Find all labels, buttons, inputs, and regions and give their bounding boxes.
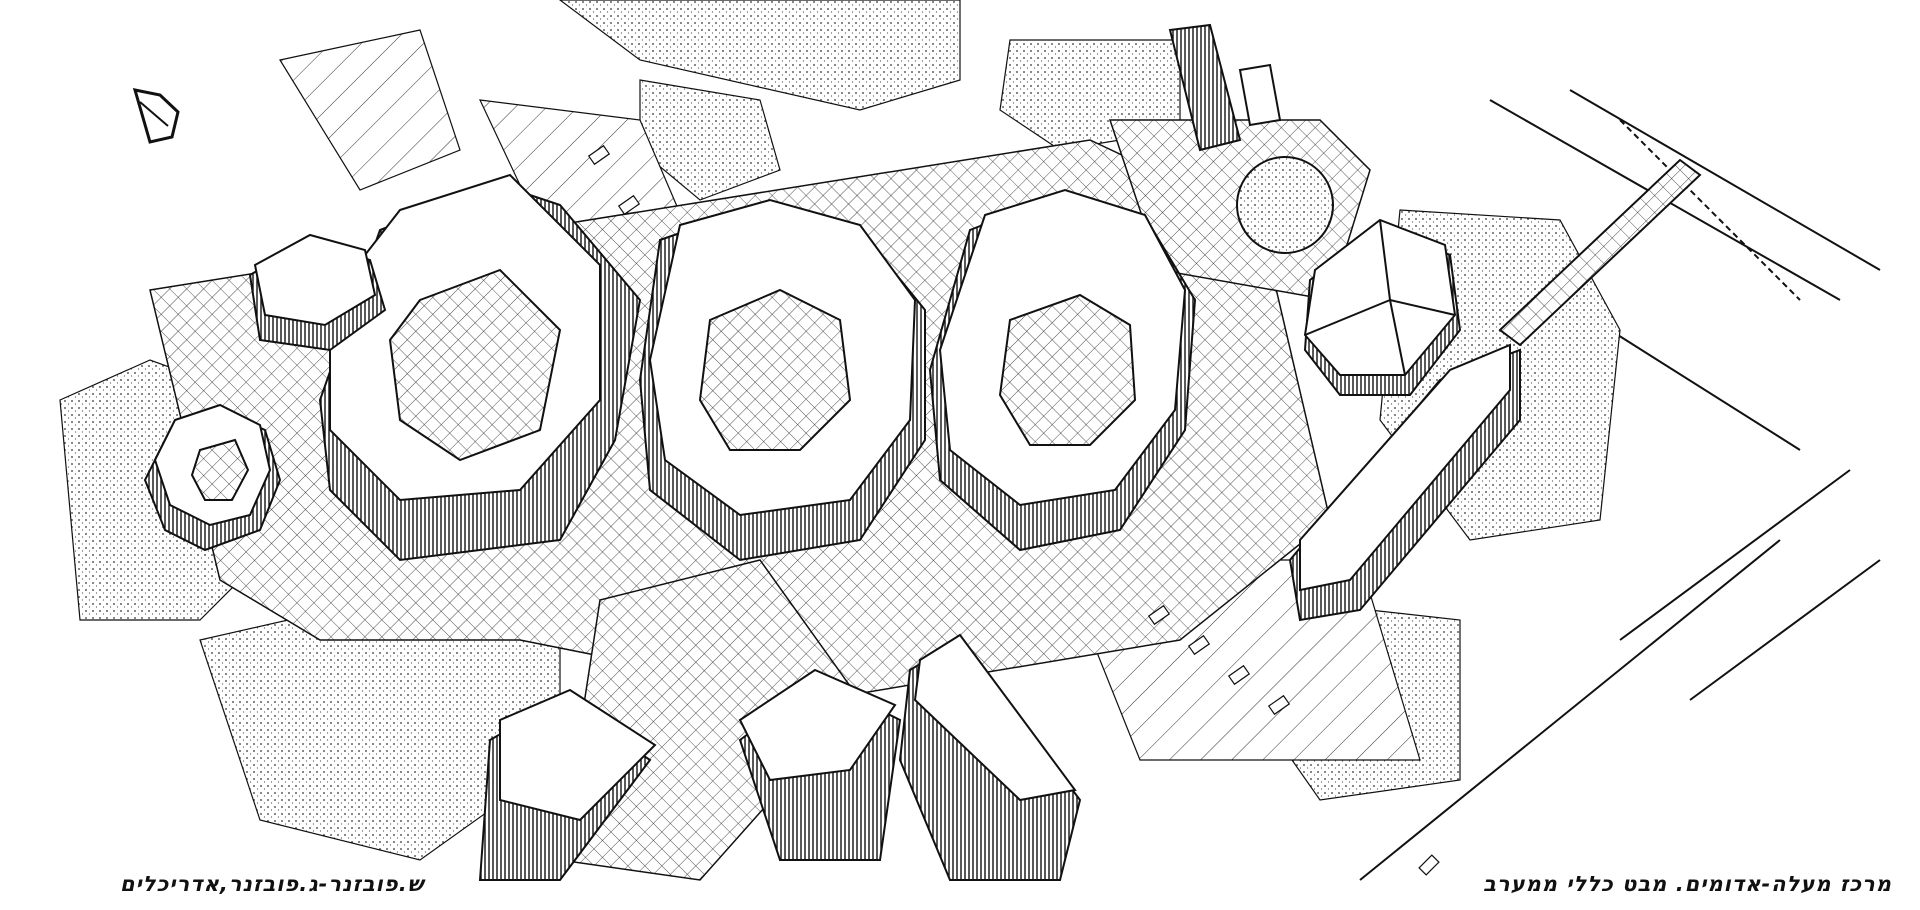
pedestrian-bridge bbox=[1498, 158, 1702, 347]
octagon-building-1 bbox=[318, 173, 642, 562]
hexagon-pavilion bbox=[248, 233, 387, 352]
north-arrow-icon bbox=[132, 88, 180, 144]
octagon-building-3 bbox=[928, 188, 1197, 552]
upper-right-block bbox=[1168, 23, 1282, 152]
roundabout bbox=[1236, 156, 1334, 254]
octagon-building-2 bbox=[638, 198, 926, 562]
slab-buildings bbox=[478, 343, 1521, 881]
parked-cars bbox=[587, 144, 1440, 876]
roads bbox=[1359, 89, 1881, 881]
octagon-building-small bbox=[143, 403, 282, 552]
drawing-title: מרכז מעלה-אדומים. מבט כללי ממערב bbox=[1483, 872, 1892, 896]
faceted-tower bbox=[1303, 218, 1462, 396]
architects-credit: ש.פובזנר-ג.פובזנר,אדריכלים bbox=[120, 872, 425, 896]
